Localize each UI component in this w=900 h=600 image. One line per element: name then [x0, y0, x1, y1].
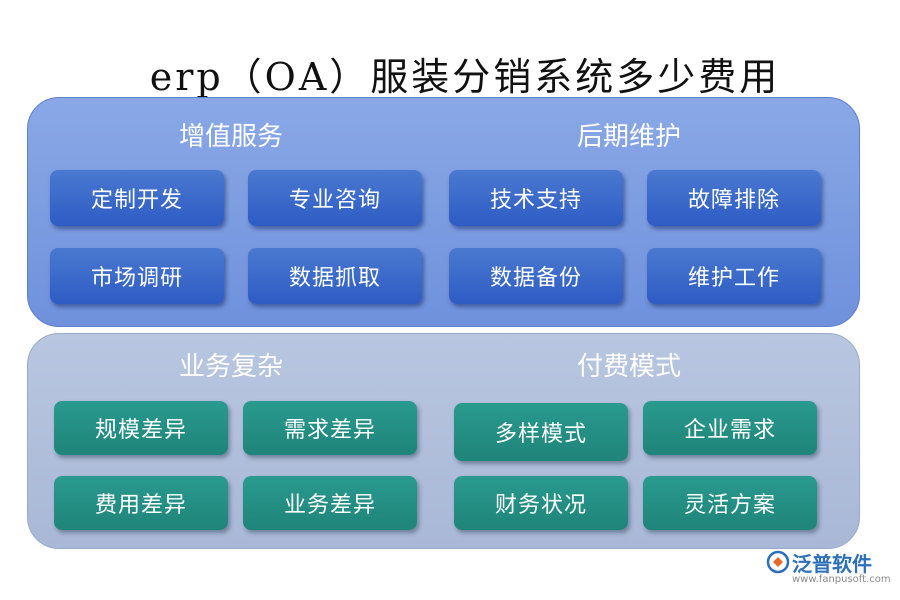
item-custom-development: 定制开发: [50, 170, 224, 226]
section-title-payment-model: 付费模式: [576, 352, 681, 382]
item-diverse-models: 多样模式: [454, 403, 628, 461]
item-data-scraping: 数据抓取: [248, 248, 422, 304]
fanpu-logo: 泛普软件 www.fanpusoft.com: [762, 546, 891, 590]
item-market-research: 市场调研: [50, 248, 224, 304]
logo-name: 泛普软件: [792, 552, 872, 576]
item-flexible-plan: 灵活方案: [643, 476, 817, 530]
item-financial-status: 财务状况: [454, 476, 628, 530]
item-professional-consulting: 专业咨询: [248, 170, 422, 226]
logo-url: www.fanpusoft.com: [792, 574, 891, 585]
item-scale-difference: 规模差异: [54, 401, 228, 455]
item-troubleshooting: 故障排除: [647, 170, 821, 226]
item-demand-difference: 需求差异: [243, 401, 417, 455]
item-enterprise-demand: 企业需求: [643, 401, 817, 455]
item-business-difference: 业务差异: [243, 476, 417, 530]
item-maintenance-work: 维护工作: [647, 248, 821, 304]
section-title-maintenance: 后期维护: [576, 122, 681, 152]
item-technical-support: 技术支持: [449, 170, 623, 226]
item-data-backup: 数据备份: [449, 248, 623, 304]
fanpu-logo-icon: [766, 550, 790, 574]
item-cost-difference: 费用差异: [54, 476, 228, 530]
diagram-title: erp（OA）服装分销系统多少费用: [149, 55, 781, 99]
section-title-business-complexity: 业务复杂: [178, 352, 283, 382]
section-title-value-added: 增值服务: [178, 122, 283, 152]
